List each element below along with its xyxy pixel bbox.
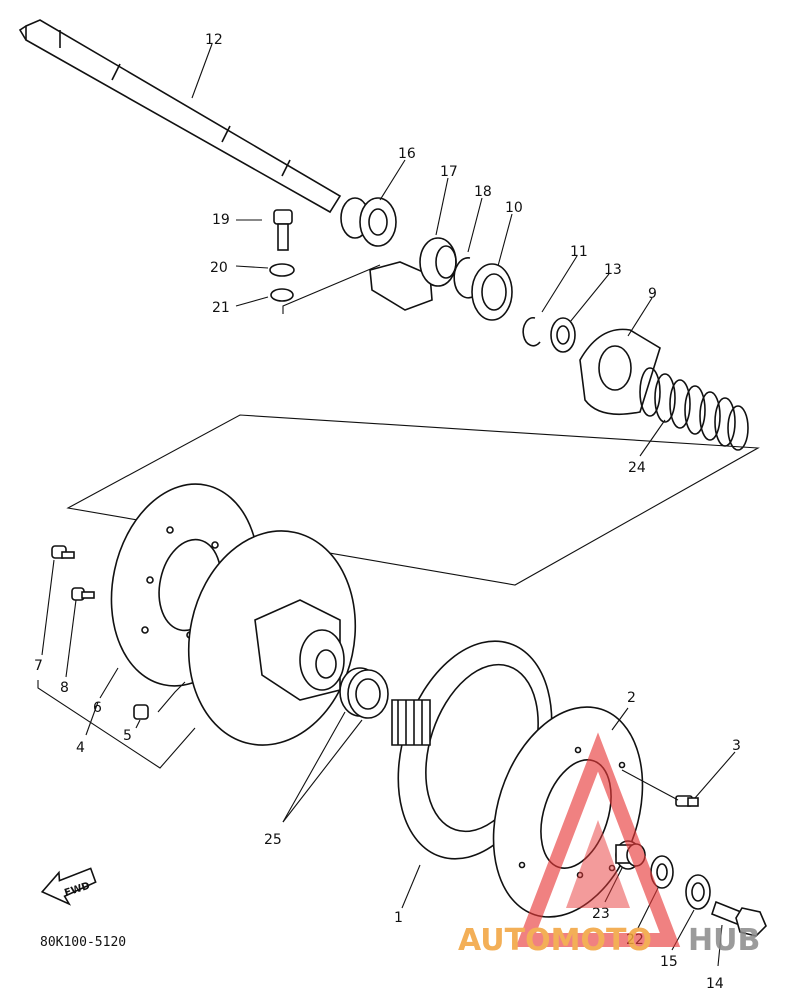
guide-pin [133,704,149,720]
callout-6: 6 [93,700,102,716]
callout-21: 21 [212,300,230,316]
callout-25: 25 [264,832,282,848]
sheave-nut-bolt [711,900,767,937]
callout-2: 2 [627,690,636,706]
watermark-brand-left: AUTOMOTO [458,923,652,958]
torque-cam [579,328,661,416]
callout-19: 19 [212,212,230,228]
callout-12: 12 [205,32,223,48]
lock-washer [270,288,294,302]
callout-11: 11 [570,244,588,260]
callout-5: 5 [123,728,132,744]
callout-7: 7 [34,658,43,674]
screw [273,209,293,251]
sliding-sheave [187,530,357,746]
callout-8: 8 [60,680,69,696]
holder-reference-line [282,264,381,314]
callout-10: 10 [505,200,523,216]
automotohub-watermark: AUTOMOTO HUB [458,732,760,958]
thrust-washer [471,263,513,321]
watermark-brand-right: HUB [688,923,760,958]
callout-23: 23 [592,906,610,922]
oil-seal [339,667,389,719]
callout-24: 24 [628,460,646,476]
plate-bolt [675,795,699,807]
forward-direction-arrow: FWD [40,867,97,906]
holder-bracket [369,237,457,311]
group-bracket [37,680,196,769]
callout-15: 15 [660,954,678,970]
primary-shaft [18,19,342,214]
cover-screw [51,545,75,559]
flat-washer [685,874,711,910]
circlip [453,257,475,299]
callout-3: 3 [732,738,741,754]
drawing-code: 80K100-5120 [40,935,126,950]
bearing [340,197,397,247]
watermark-triangle-logo [515,732,681,947]
callout-4: 4 [76,740,85,756]
leader-lines [41,43,736,967]
bolt-line [621,769,679,801]
callout-9: 9 [648,286,657,302]
snap-ring [522,316,541,347]
callout-13: 13 [604,262,622,278]
plate-washer [550,317,576,353]
callout-1: 1 [394,910,403,926]
guide-pin-line [157,681,186,713]
callout-17: 17 [440,164,458,180]
callout-18: 18 [474,184,492,200]
sheave-screw [71,587,95,601]
compression-spring [639,367,749,451]
assembly-outline-box [66,414,760,586]
washer [269,263,295,277]
callout-20: 20 [210,260,228,276]
callout-14: 14 [706,976,724,992]
callout-16: 16 [398,146,416,162]
